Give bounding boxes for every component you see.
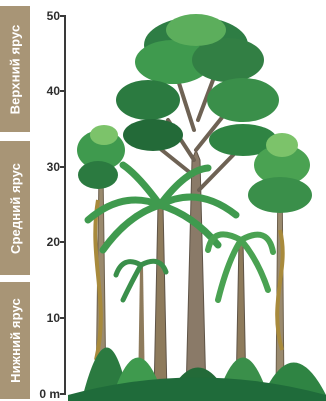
- layer-label-top: Верхний ярус: [0, 6, 30, 132]
- layer-label-bottom: Нижний ярус: [0, 282, 30, 399]
- tick-50: [60, 15, 66, 17]
- tick-0: [60, 393, 66, 395]
- tick-label-20: 20: [4, 235, 60, 249]
- tick-label-0: 0 m: [4, 387, 60, 401]
- tick-label-30: 30: [4, 160, 60, 174]
- layer-label-top-text: Верхний ярус: [8, 24, 23, 114]
- tick-20: [60, 241, 66, 243]
- tick-10: [60, 317, 66, 319]
- tick-30: [60, 166, 66, 168]
- forest-illustration: [68, 0, 326, 401]
- tick-label-40: 40: [4, 84, 60, 98]
- tick-40: [60, 90, 66, 92]
- tick-label-10: 10: [4, 311, 60, 325]
- height-scale-axis: [64, 15, 66, 395]
- tick-label-50: 50: [4, 9, 60, 23]
